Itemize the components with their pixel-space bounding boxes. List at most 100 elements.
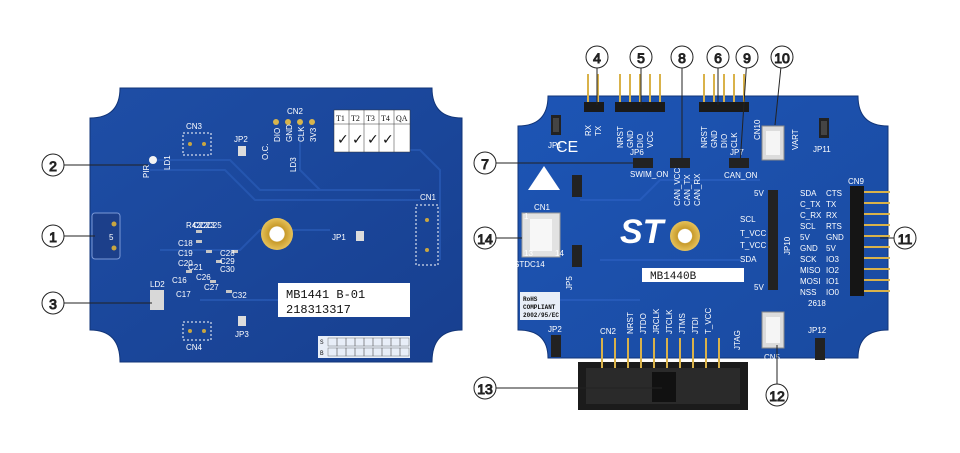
callout-number: 7 xyxy=(481,156,489,172)
left-jp3: JP3 xyxy=(235,316,249,339)
qa-header-cell: T3 xyxy=(366,114,375,123)
callout-number: 5 xyxy=(637,50,645,66)
callout-3: 3 xyxy=(41,291,152,315)
component-label: C26 xyxy=(196,273,211,282)
cn5-spi-connector: CN5 xyxy=(761,311,785,362)
component-label: C25 xyxy=(207,221,222,230)
component-label: C22 xyxy=(193,221,208,230)
callout-10: 10 xyxy=(770,45,794,126)
jtag-pin xyxy=(692,338,694,368)
left-mount-hole xyxy=(261,218,293,250)
svg-text:DIO: DIO xyxy=(273,128,282,142)
jp7-can-on: JP7 CAN_ON xyxy=(724,148,758,180)
component-label: C21 xyxy=(188,263,203,272)
svg-text:JP12: JP12 xyxy=(808,326,827,335)
component-label: C27 xyxy=(204,283,219,292)
svg-text:RoHS: RoHS xyxy=(523,296,538,303)
callout-circle xyxy=(765,383,789,407)
component-label: C32 xyxy=(232,291,247,300)
jtag-pin xyxy=(679,338,681,368)
callout-circle xyxy=(41,291,65,315)
svg-text:CN2: CN2 xyxy=(287,107,304,116)
cn3-pin-label: TX xyxy=(594,125,603,136)
jp6-swim-on: JP6 SWIM_ON xyxy=(630,148,668,179)
leader-line xyxy=(739,56,748,166)
svg-text:CN1: CN1 xyxy=(420,193,437,202)
callout-14: 14 xyxy=(473,226,522,250)
svg-text:CN9: CN9 xyxy=(848,177,865,186)
header-pin xyxy=(733,74,735,104)
jtag-pin xyxy=(614,338,616,368)
callout-circle xyxy=(770,45,794,69)
cn9-right-label: GND xyxy=(826,233,844,242)
header-pin xyxy=(597,74,599,104)
left-cn1: CN1 xyxy=(415,193,439,266)
cn9-pin xyxy=(864,246,890,248)
jtag-pin-label: JTDO xyxy=(639,313,648,334)
header-pin xyxy=(629,74,631,104)
svg-text:2002/95/EC: 2002/95/EC xyxy=(523,312,559,319)
cn5-pin-label: DIO xyxy=(720,134,729,148)
component-label: C19 xyxy=(178,249,193,258)
sb-cell xyxy=(399,347,410,357)
callout-number: 1 xyxy=(49,229,57,245)
jtag-pin-label: JTMS xyxy=(678,313,687,334)
callout-circle xyxy=(41,224,65,248)
left-board: CN3 CN4 CN1 CN2 O.C. DIO GND CLK 3V3 LD3 xyxy=(89,87,463,363)
svg-text:CAN_RX: CAN_RX xyxy=(693,173,702,206)
svg-text:CLK: CLK xyxy=(297,126,306,142)
svg-text:CN5: CN5 xyxy=(764,353,781,362)
qa-header-cell: T4 xyxy=(381,114,390,123)
right-jp12: JP12 xyxy=(808,326,827,360)
jtag-pin-label: JTDI xyxy=(691,317,700,334)
ce-mark: CE xyxy=(556,139,578,156)
callout-number: 2 xyxy=(49,158,57,174)
left-jp2: JP2 xyxy=(234,135,248,156)
callout-7: 7 xyxy=(473,151,640,175)
right-jp11: JP11 xyxy=(813,118,831,154)
cn9-left-label: C_TX xyxy=(800,200,821,209)
callout-circle xyxy=(706,45,730,69)
svg-text:S: S xyxy=(320,339,324,346)
jtag-pin-label: JRCLK xyxy=(652,308,661,334)
svg-text:5: 5 xyxy=(109,233,114,242)
component-label: C23 xyxy=(200,221,215,230)
cn9-right-label: RTS xyxy=(826,222,842,231)
svg-text:JTAG: JTAG xyxy=(733,330,742,350)
svg-text:MB1441 B-01: MB1441 B-01 xyxy=(286,288,365,302)
left-side-connector: 5 xyxy=(91,212,121,260)
callout-circle xyxy=(670,45,694,69)
jtag-pin xyxy=(640,338,642,368)
cn9-pin xyxy=(864,235,890,237)
header-pin xyxy=(639,74,641,104)
sb-marking-box: S B xyxy=(318,336,410,358)
mid-pin-label: T_VCC xyxy=(740,241,766,250)
svg-text:PIR: PIR xyxy=(142,164,151,178)
callout-number: 8 xyxy=(678,50,686,66)
cn9-pin xyxy=(864,257,890,259)
cn9-right-label: IO2 xyxy=(826,266,839,275)
esd-warning-icon xyxy=(528,166,560,190)
left-cn2: CN2 O.C. DIO GND CLK 3V3 LD3 xyxy=(261,107,318,172)
cn9-left-label: NSS xyxy=(800,288,816,297)
rohs-label: RoHS COMPLIANT 2002/95/EC xyxy=(520,292,560,320)
callout-circle xyxy=(41,153,65,177)
svg-text:14: 14 xyxy=(555,249,564,258)
cn9-pin xyxy=(864,213,890,215)
svg-text:LD3: LD3 xyxy=(289,157,298,172)
cn9-connector: CN9 SDAC_TXC_RXSCL5VGNDSCKMISOMOSINSSCTS… xyxy=(800,177,890,297)
svg-text:JP5: JP5 xyxy=(565,276,574,290)
svg-text:JP1: JP1 xyxy=(548,141,562,150)
mid-pin-label: T_VCC xyxy=(740,229,766,238)
cn9-pin xyxy=(864,202,890,204)
left-cn3: CN3 xyxy=(182,122,212,156)
svg-text:COMPLIANT: COMPLIANT xyxy=(523,304,556,311)
component-label: C17 xyxy=(176,290,191,299)
qa-check-mark: ✓ xyxy=(337,132,349,148)
callout-number: 13 xyxy=(477,381,493,397)
board-id-sticker: MB1441 B-01 218313317 xyxy=(278,283,410,317)
cn9-pin xyxy=(864,279,890,281)
mid-pin-label: SDA xyxy=(740,255,757,264)
component-label: C30 xyxy=(220,265,235,274)
